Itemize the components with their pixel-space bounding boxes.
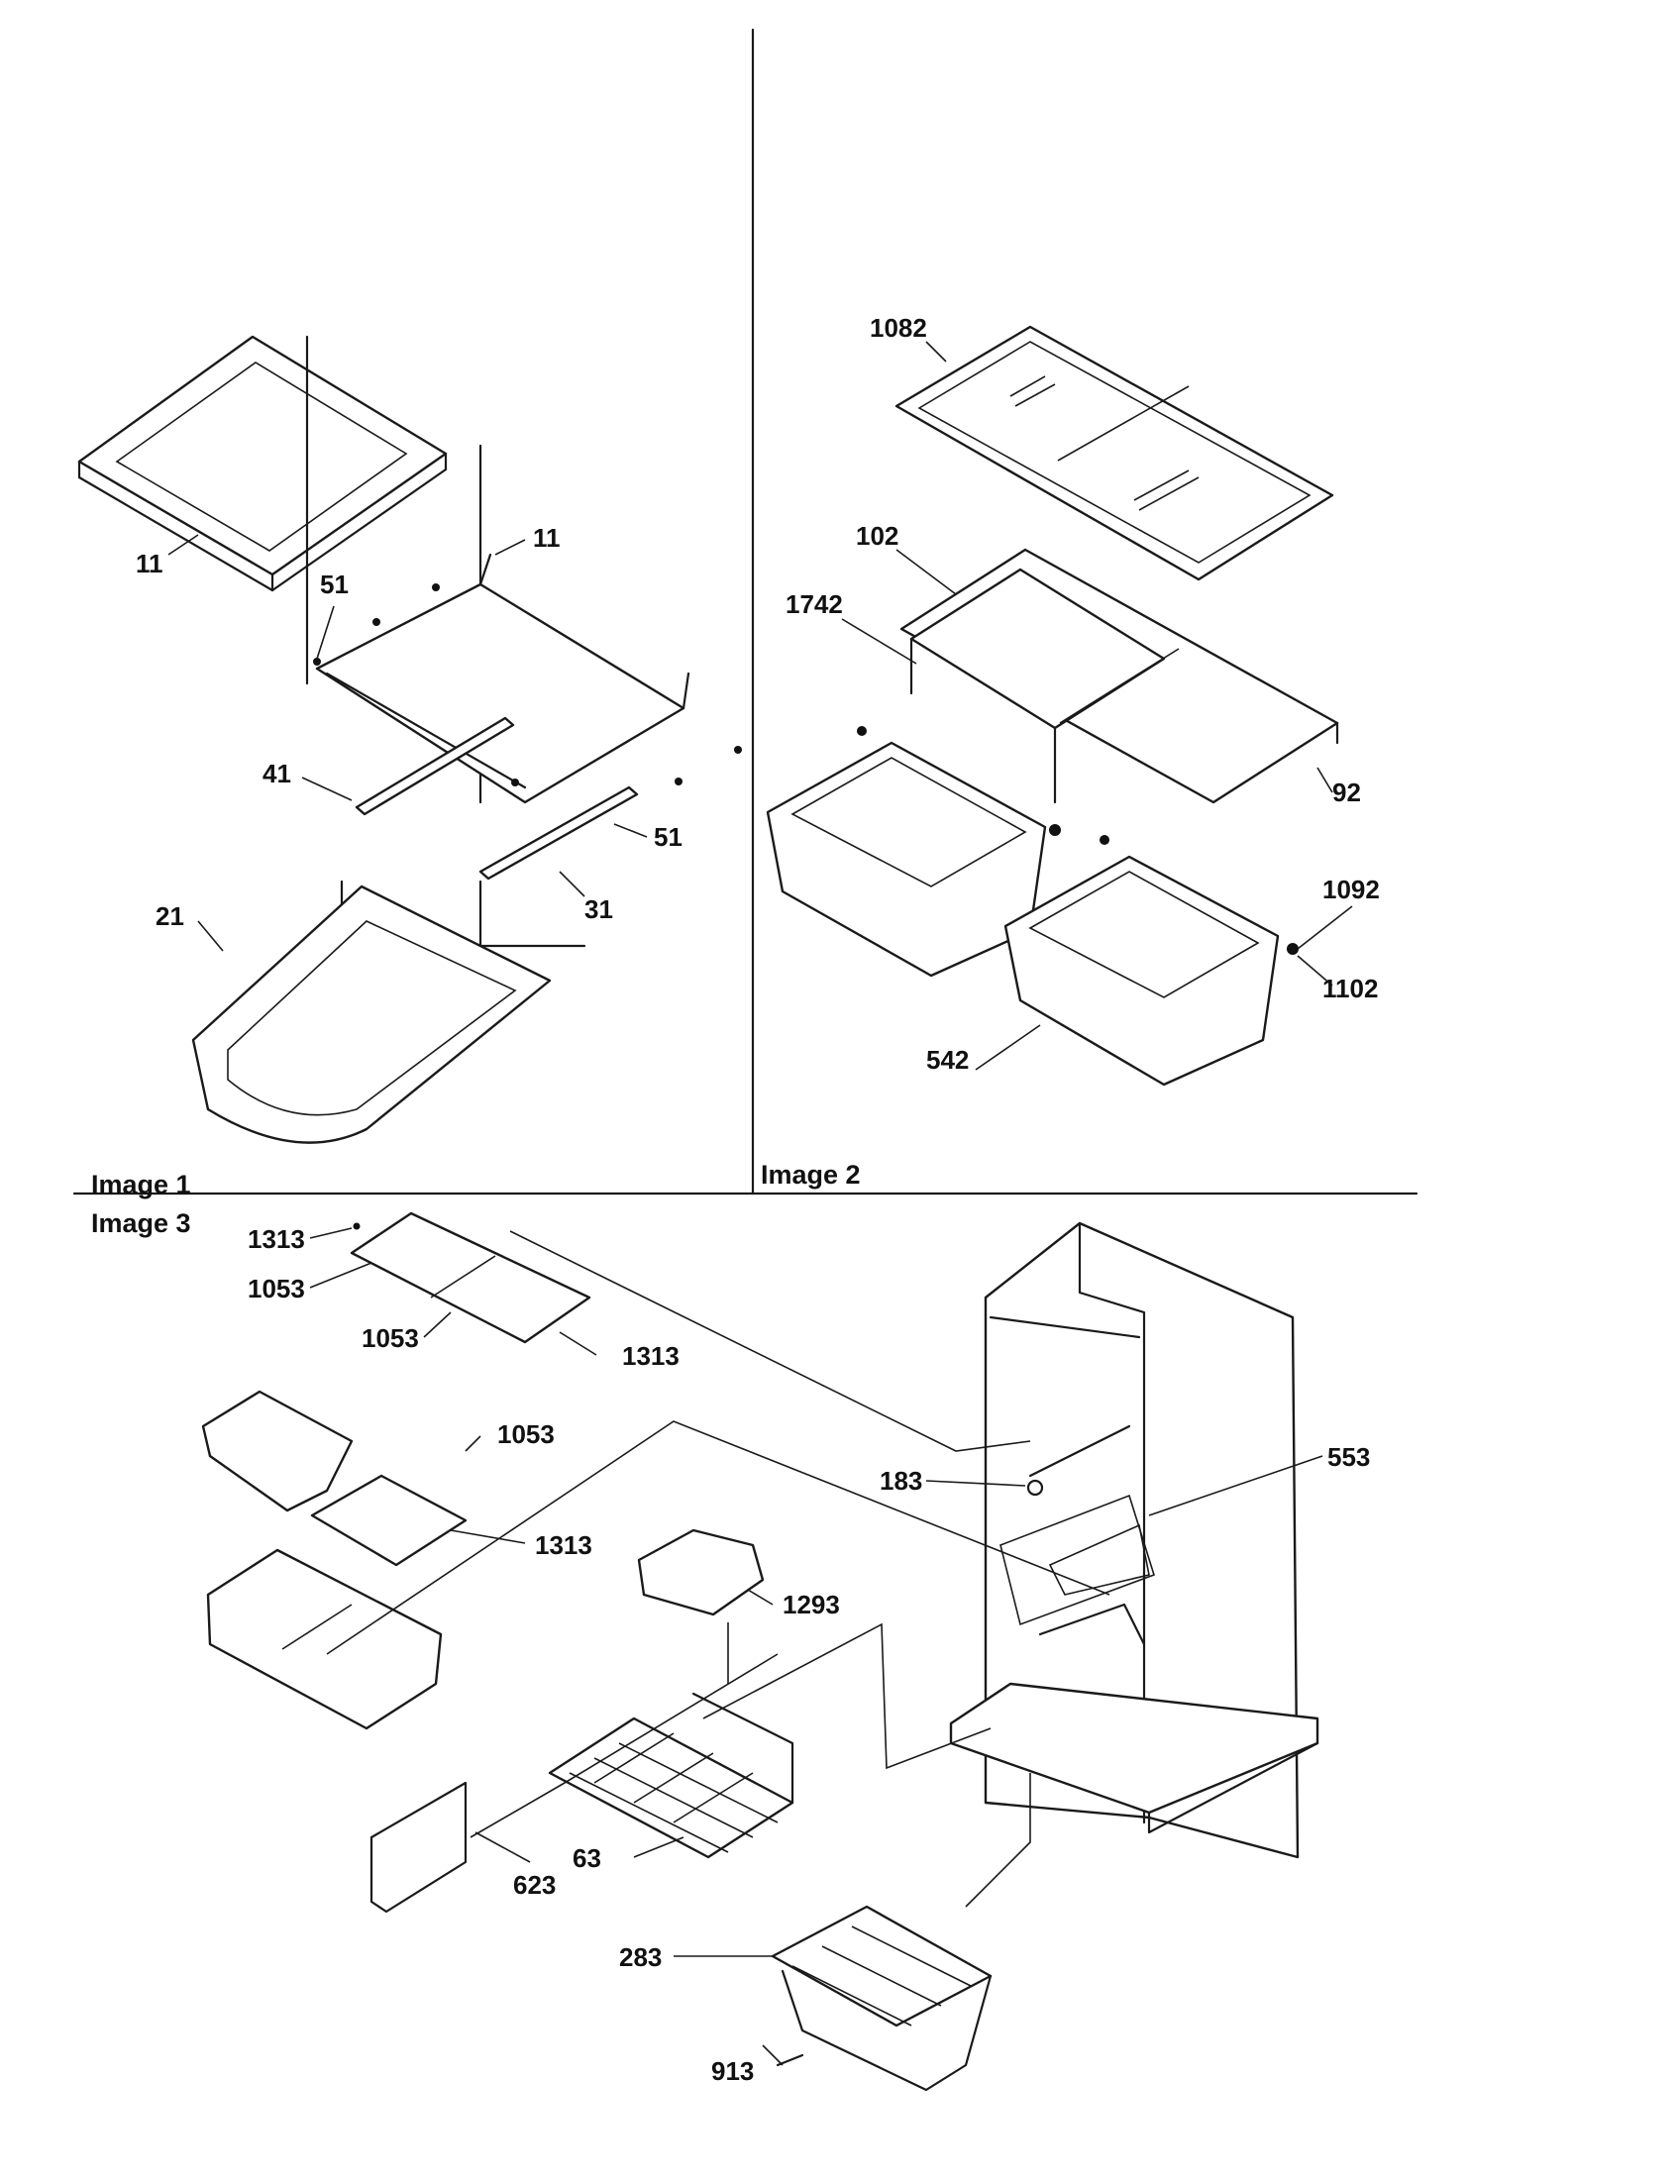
callout-label: 553 (1327, 1442, 1371, 1472)
callout-label: 11 (136, 549, 163, 578)
refrigerator-cabinet-part (949, 1221, 1319, 1859)
callout-label: 913 (711, 2056, 755, 2086)
callout-label: 1313 (622, 1341, 680, 1371)
basket-283-part (771, 1905, 993, 2028)
callout-label: 63 (573, 1843, 601, 1873)
crisper-assembly-part (206, 1548, 443, 1730)
bin-1293-part (637, 1528, 765, 1616)
callout-label: 1053 (248, 1274, 305, 1303)
callout-label: 51 (654, 822, 682, 852)
callout-label: 41 (262, 759, 291, 788)
callout-label: 1313 (248, 1224, 305, 1254)
shelf-frame-part (315, 582, 685, 804)
callout-label: 31 (584, 894, 613, 924)
bracket-623-part (369, 1781, 468, 1914)
section-title-image3: Image 3 (91, 1208, 191, 1238)
rail-31-part (478, 785, 639, 881)
shelf-small-part (310, 1474, 468, 1567)
callout-label: 21 (156, 901, 184, 931)
callout-label: 623 (513, 1870, 557, 1900)
crisper-pan-part (191, 884, 552, 1144)
callout-label: 183 (880, 1466, 923, 1496)
callout-label: 51 (320, 570, 349, 599)
image3-parts (201, 1211, 1323, 2092)
callout-label: 283 (619, 1942, 663, 1972)
callout-label: 1053 (497, 1419, 555, 1449)
shelf-glass-part (77, 335, 448, 576)
rail-41-part (355, 716, 515, 816)
callout-label: 1102 (1322, 974, 1379, 1003)
image2-parts (766, 325, 1353, 1087)
shelf-pair-part (350, 1211, 591, 1344)
drawer-right-part (1003, 855, 1280, 1087)
section-title-image2: Image 2 (761, 1160, 861, 1190)
callout-label: 1082 (870, 313, 927, 343)
callout-label: 1313 (535, 1530, 592, 1560)
image1-parts (77, 335, 742, 1144)
deli-pan-part (201, 1390, 354, 1512)
callout-label: 102 (856, 521, 899, 551)
callout-label: 1092 (1322, 875, 1380, 904)
callout-label: 1293 (783, 1590, 840, 1619)
drawer-left-part (766, 741, 1047, 978)
callout-label: 11 (533, 523, 561, 553)
callout-label: 1742 (786, 589, 843, 619)
callout-label: 1053 (362, 1323, 419, 1353)
wire-shelf-63-part (548, 1716, 794, 1859)
section-title-image1: Image 1 (91, 1170, 191, 1199)
glass-shelf-1082-part (894, 325, 1334, 581)
callout-label: 92 (1332, 778, 1361, 807)
callout-label: 542 (926, 1045, 970, 1075)
